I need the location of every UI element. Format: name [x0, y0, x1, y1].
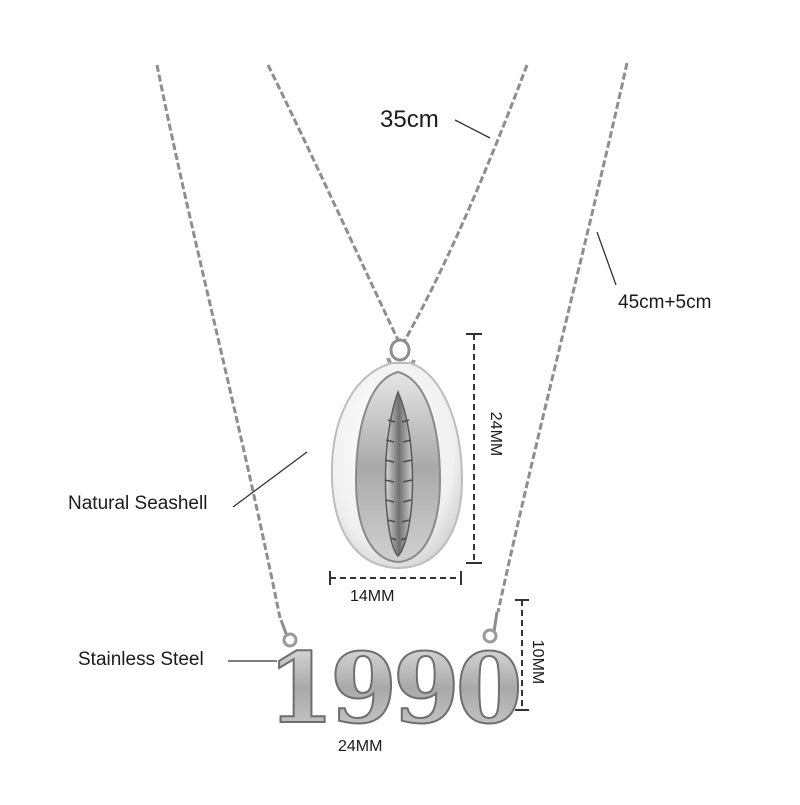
callout-lines	[228, 119, 617, 662]
year-pendant: 1990	[266, 628, 524, 746]
shell-width-label: 14MM	[350, 588, 395, 605]
seashell-material-label: Natural Seashell	[68, 493, 208, 514]
plate-width-label: 24MM	[338, 738, 383, 755]
shell-height-label: 24MM	[487, 411, 504, 457]
dimension-lines	[329, 333, 529, 711]
steel-material-label: Stainless Steel	[78, 649, 204, 670]
outer-chain	[155, 62, 629, 637]
plate-height-label: 10MM	[529, 639, 546, 685]
seashell-pendant	[330, 362, 464, 570]
year-pendant-text: 1990	[267, 632, 518, 745]
inner-chain	[266, 64, 529, 341]
inner-chain-length-label: 35cm	[380, 106, 439, 133]
outer-chain-length-label: 45cm+5cm	[618, 292, 712, 313]
